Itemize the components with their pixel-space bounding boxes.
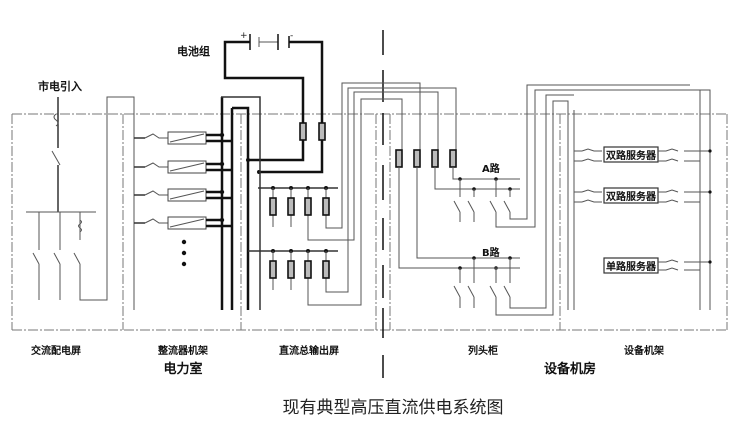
equipment-rack <box>573 90 712 310</box>
b-route-switch-icon <box>489 285 497 298</box>
system-boundary <box>11 113 728 331</box>
rectifier-row <box>134 131 232 145</box>
column-fuse-icon <box>431 149 439 168</box>
route-b-label: B路 <box>482 246 501 259</box>
server-row <box>574 146 712 163</box>
column-fuse-icon <box>449 149 457 168</box>
output-fuse-icon <box>287 260 295 279</box>
server-box <box>603 187 659 204</box>
output-fuse-icon <box>269 197 277 216</box>
output-fuse-icon <box>322 197 330 216</box>
mains-input-label: 市电引入 <box>38 79 82 93</box>
output-fuse-icon <box>322 260 330 279</box>
server-box <box>603 146 659 163</box>
rectifier-rack <box>133 97 234 310</box>
output-fuse-icon <box>269 260 277 279</box>
section-label-rectifier-rack: 整流器机架 <box>157 344 208 357</box>
feeder-cables <box>307 82 457 306</box>
rectifier-row <box>134 216 232 230</box>
bus-loop <box>221 96 261 310</box>
bus-loop <box>232 106 250 310</box>
server-label: 双路服务器 <box>606 149 657 162</box>
column-fuse-icon <box>395 149 403 168</box>
route-a-label: A路 <box>482 162 501 175</box>
b-route-switch-icon <box>503 285 511 298</box>
server-label: 双路服务器 <box>606 190 657 203</box>
section-label-column-head-cabinet: 列头柜 <box>468 344 498 357</box>
battery-minus-label: - <box>290 31 293 41</box>
output-fuse-icon <box>304 260 312 279</box>
section-label-dc-output-panel: 直流总输出屏 <box>279 344 339 357</box>
mains-fuse-icon <box>53 113 59 127</box>
server-box <box>603 257 659 274</box>
server-row <box>603 257 712 274</box>
column-head-cabinet <box>395 84 711 316</box>
a-route-switch-icon <box>489 200 497 213</box>
ac-switch-icon <box>53 252 61 265</box>
ellipsis-dots <box>181 239 187 267</box>
output-fuse-icon <box>287 197 295 216</box>
ac-switch-icon <box>73 252 81 265</box>
battery-group-label: 电池组 <box>177 44 210 58</box>
room-label-equipment-room: 设备机房 <box>544 361 596 377</box>
output-fuse-icon <box>304 197 312 216</box>
ac-switch-icon <box>32 252 40 265</box>
diagram-caption: 现有典型高压直流供电系统图 <box>283 398 504 418</box>
battery-fuse-icon <box>299 122 307 141</box>
section-label-equipment-rack: 设备机架 <box>624 344 664 357</box>
column-fuse-icon <box>413 149 421 168</box>
battery-plus-label: + <box>240 31 248 41</box>
b-route-switch-icon <box>467 285 475 298</box>
mains-switch-icon <box>51 150 61 166</box>
a-route-switch-icon <box>467 200 475 213</box>
dc-output-panel <box>248 186 338 290</box>
rectifier-row <box>134 160 232 174</box>
rectifier-row <box>134 188 232 202</box>
server-row <box>574 187 712 204</box>
battery-fuse-icon <box>318 122 326 141</box>
battery-group <box>223 34 326 174</box>
server-label: 单路服务器 <box>606 260 657 273</box>
ac-distribution-panel <box>26 96 135 310</box>
room-label-power-room: 电力室 <box>163 361 202 377</box>
a-route-switch-icon <box>503 200 511 213</box>
b-route-switch-icon <box>453 285 461 298</box>
a-route-switch-icon <box>453 200 461 213</box>
section-label-ac-panel: 交流配电屏 <box>31 344 81 357</box>
